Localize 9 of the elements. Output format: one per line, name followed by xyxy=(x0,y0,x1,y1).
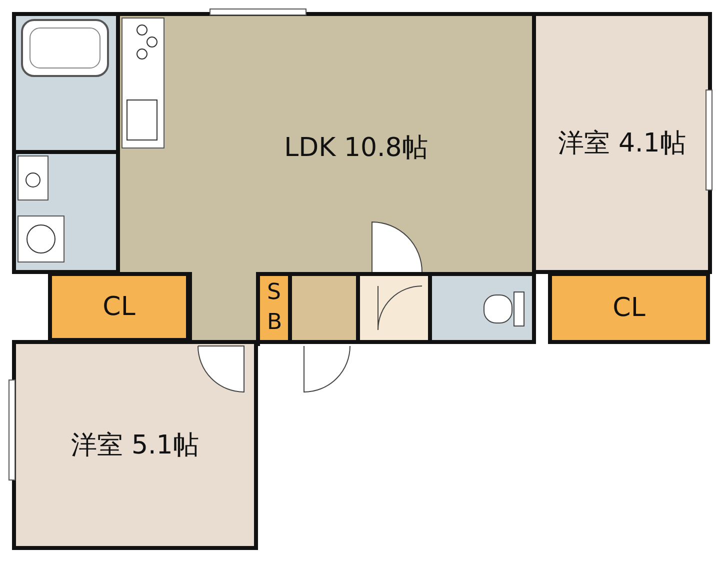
room-label: 洋室 5.1帖 xyxy=(70,430,200,462)
room xyxy=(548,272,710,344)
room-label: SB xyxy=(267,279,281,337)
room-label: 洋室 4.1帖 xyxy=(557,128,687,160)
room xyxy=(48,272,190,342)
room-label: CL xyxy=(102,292,136,322)
room xyxy=(12,340,258,550)
room-label: CL xyxy=(612,293,646,323)
room-label: LDK 10.8帖 xyxy=(283,132,429,165)
